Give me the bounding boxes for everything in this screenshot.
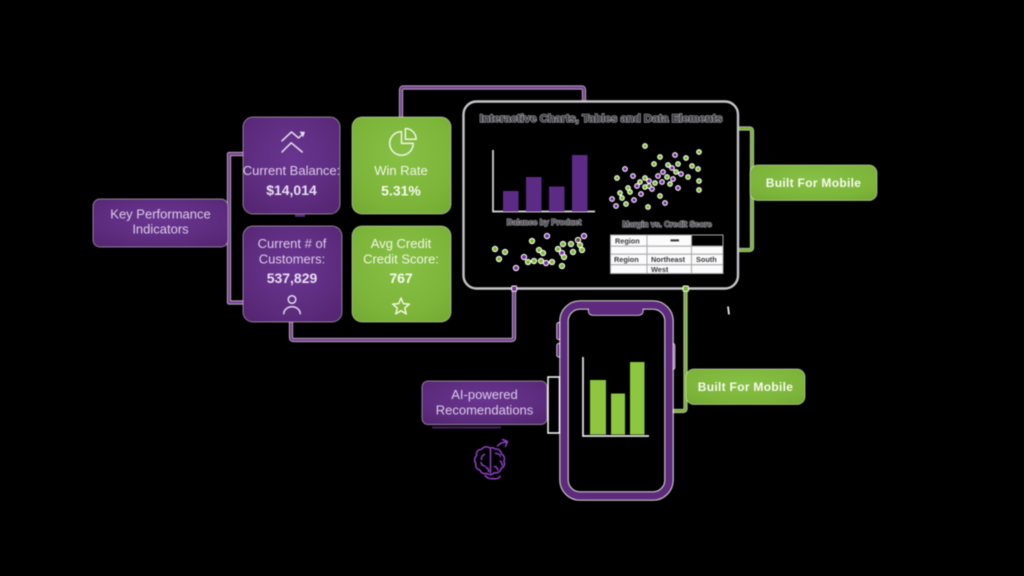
svg-text:Win Rate: Win Rate [374, 163, 427, 178]
svg-text:Avg Credit: Avg Credit [371, 236, 432, 251]
svg-text:5.31%: 5.31% [381, 183, 421, 199]
svg-text:Current Balance:: Current Balance: [243, 163, 341, 178]
svg-text:Key Performance: Key Performance [110, 207, 210, 222]
svg-text:South: South [696, 255, 717, 264]
svg-text:Customers:: Customers: [259, 252, 325, 267]
svg-text:Current # of: Current # of [258, 236, 327, 251]
svg-text:Built For Mobile: Built For Mobile [698, 380, 793, 394]
svg-text:767: 767 [389, 270, 413, 286]
svg-text:Built For Mobile: Built For Mobile [766, 176, 861, 190]
svg-text:Indicators: Indicators [132, 222, 189, 237]
svg-text:Recomendations: Recomendations [436, 403, 534, 418]
svg-text:West: West [651, 265, 669, 274]
svg-text:Region: Region [614, 255, 639, 264]
svg-text:537,829: 537,829 [267, 270, 318, 286]
svg-text:Balance by Product: Balance by Product [507, 218, 582, 227]
svg-text:AI-powered: AI-powered [451, 387, 517, 402]
svg-text:$14,014: $14,014 [266, 182, 317, 198]
svg-text:Region: Region [615, 236, 640, 245]
svg-text:Interactive Charts, Tables and: Interactive Charts, Tables and Data Elem… [480, 113, 723, 125]
svg-text:Margin vs. Credit Score: Margin vs. Credit Score [622, 220, 712, 229]
svg-text:Northeast: Northeast [651, 255, 686, 264]
svg-text:Credit Score:: Credit Score: [363, 252, 439, 267]
